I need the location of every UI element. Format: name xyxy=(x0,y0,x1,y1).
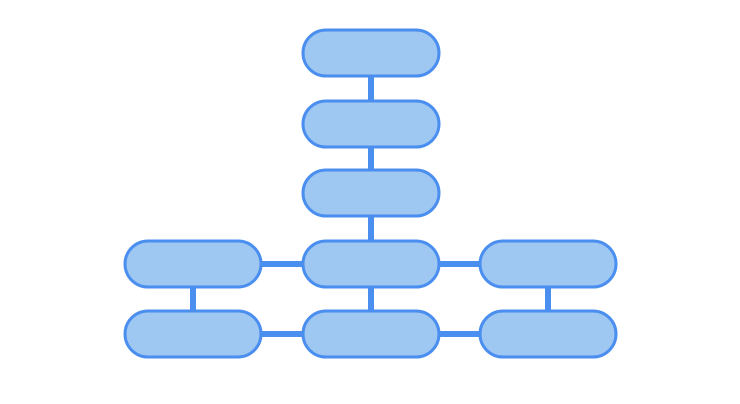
diagram-node-n9 xyxy=(478,309,618,359)
node-shape xyxy=(123,309,263,359)
node-shape xyxy=(478,309,618,359)
diagram-node-n4 xyxy=(301,239,441,289)
diagram-node-n2 xyxy=(301,99,441,149)
diagram-node-n3 xyxy=(301,168,441,218)
node-shape xyxy=(301,309,441,359)
diagram-node-n8 xyxy=(123,309,263,359)
node-shape xyxy=(123,239,263,289)
diagram-node-n7 xyxy=(301,309,441,359)
node-shape xyxy=(478,239,618,289)
node-shape xyxy=(301,168,441,218)
diagram-node-n6 xyxy=(478,239,618,289)
node-shape xyxy=(301,239,441,289)
node-shape xyxy=(301,28,441,78)
diagram-node-n1 xyxy=(301,28,441,78)
diagram-node-n5 xyxy=(123,239,263,289)
node-shape xyxy=(301,99,441,149)
